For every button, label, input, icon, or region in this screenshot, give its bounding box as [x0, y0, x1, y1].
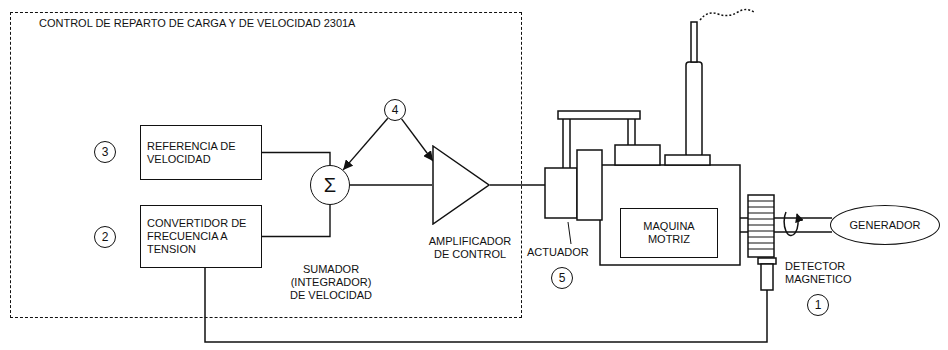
box-label: MAQUINA MOTRIZ — [627, 220, 711, 246]
magnetic-detector — [761, 264, 773, 290]
amplifier-symbol: AMPLIFICADOR DE CONTROL — [432, 145, 490, 225]
summing-junction: ΣSUMADOR (INTEGRADOR) DE VELOCIDAD — [310, 165, 350, 205]
amplifier-outline — [432, 145, 490, 225]
block-label: AMPLIFICADOR DE CONTROL — [425, 235, 515, 261]
sum-symbol: Σ — [324, 174, 336, 196]
callout-number: 3 — [102, 145, 109, 159]
callout-number: 4 — [384, 99, 406, 121]
callout-number: 3 — [94, 141, 116, 163]
panel-title: CONTROL DE REPARTO DE CARGA Y DE VELOCID… — [39, 17, 459, 30]
callout-number: 1 — [807, 294, 829, 316]
process-box: REFERENCIA DE VELOCIDAD — [140, 125, 262, 180]
linkage-rod — [563, 118, 570, 170]
box-label: REFERENCIA DE VELOCIDAD — [147, 140, 255, 166]
generator-ellipse: GENERADOR — [830, 205, 940, 245]
output-wire — [490, 184, 545, 186]
leader-line — [568, 222, 571, 244]
process-box: CONVERTIDOR DE FRECUENCIA A TENSION — [140, 205, 262, 268]
exhaust-pipe — [691, 22, 697, 62]
engine-body — [600, 165, 740, 265]
signal-line — [350, 184, 432, 185]
feedback-wire — [205, 268, 767, 342]
exhaust-smoke — [700, 10, 754, 21]
linkage-bar — [558, 111, 640, 119]
block-label: SUMADOR (INTEGRADOR) DE VELOCIDAD — [284, 263, 379, 302]
callout-number: 5 — [551, 267, 573, 289]
actuator-body — [577, 150, 602, 220]
signal-line — [262, 153, 330, 166]
valve-cover — [615, 145, 660, 165]
gear-teeth — [748, 201, 774, 249]
engine-box: MAQUINA MOTRIZ — [620, 208, 718, 258]
box-label: CONVERTIDOR DE FRECUENCIA A TENSION — [147, 217, 255, 256]
callout-number: 1 — [815, 298, 822, 312]
actuator-body — [545, 168, 577, 218]
box-label: GENERADOR — [850, 219, 921, 232]
detector-cap — [758, 258, 776, 264]
callout-number: 4 — [392, 103, 399, 117]
control-panel: CONTROL DE REPARTO DE CARGA Y DE VELOCID… — [10, 12, 522, 318]
callout-number: 5 — [559, 271, 566, 285]
part-label: ACTUADOR — [527, 246, 587, 259]
callout-arrow — [343, 118, 388, 170]
amplifier-triangle — [433, 146, 489, 224]
callout-number: 2 — [102, 230, 109, 244]
part-label: DETECTOR MAGNETICO — [785, 260, 865, 286]
gear-wheel — [748, 195, 774, 257]
callout-number: 2 — [94, 226, 116, 248]
signal-line — [262, 205, 330, 237]
valve-cover — [665, 155, 710, 165]
callout-arrow — [402, 119, 433, 161]
rotation-arrow — [784, 212, 798, 236]
exhaust-stack — [686, 62, 702, 157]
